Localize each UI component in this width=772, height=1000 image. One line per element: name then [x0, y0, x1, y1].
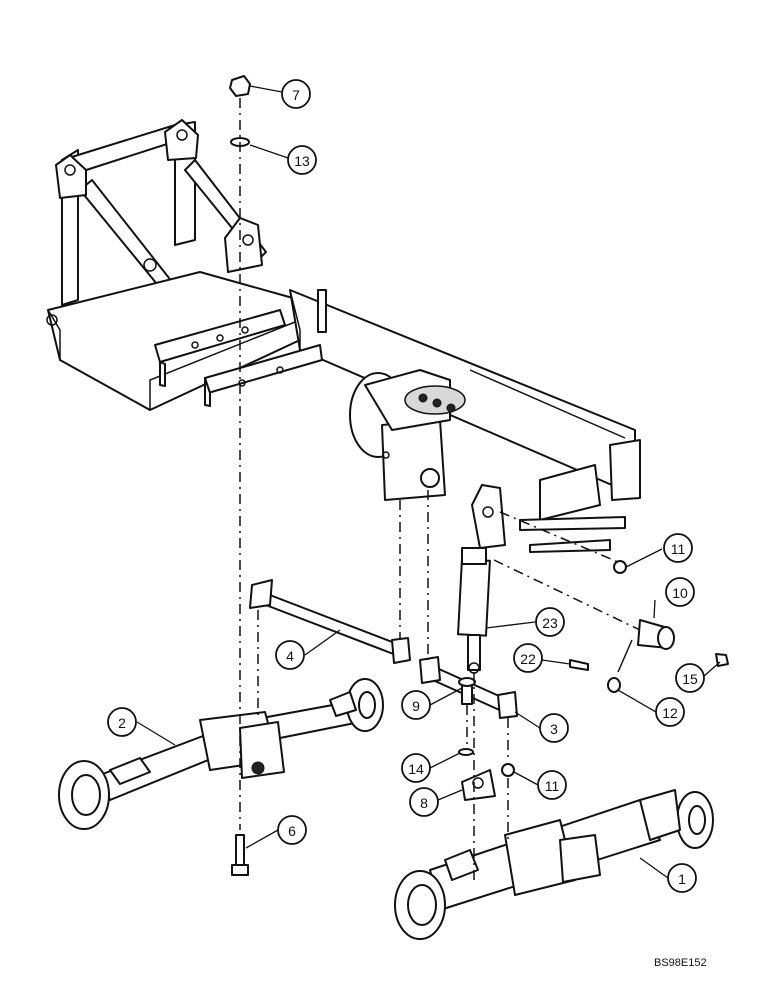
callout-15-label: 15: [682, 671, 698, 687]
driveshaft-4: [249, 579, 411, 664]
callout-13-label: 13: [294, 153, 310, 169]
callout-4: 4: [275, 640, 305, 670]
callout-8: 8: [409, 787, 439, 817]
callout-12-label: 12: [662, 705, 678, 721]
callout-6-label: 6: [288, 823, 296, 839]
hardware: [229, 75, 729, 876]
callout-7-label: 7: [292, 87, 300, 103]
pivot-housing: [349, 369, 466, 501]
steering-cylinder: [457, 484, 506, 674]
rear-axle: [394, 789, 714, 940]
callout-22: 22: [513, 643, 543, 673]
loader-frame: [46, 119, 641, 553]
callout-2-label: 2: [118, 715, 126, 731]
callout-8-label: 8: [420, 795, 428, 811]
callout-11-upper-label: 11: [671, 541, 686, 557]
callout-11-lower: 11: [537, 770, 567, 800]
drawing-reference: BS98E152: [654, 957, 707, 969]
callout-12: 12: [655, 697, 685, 727]
callout-15: 15: [675, 663, 705, 693]
callout-9: 9: [401, 690, 431, 720]
callout-3: 3: [539, 713, 569, 743]
callout-22-label: 22: [520, 651, 536, 667]
callout-7: 7: [281, 79, 311, 109]
callout-11-lower-label: 11: [545, 778, 560, 794]
leader-lines: [136, 85, 721, 879]
callout-9-label: 9: [412, 698, 420, 714]
callout-2: 2: [107, 707, 137, 737]
callout-6: 6: [277, 815, 307, 845]
front-axle: [58, 678, 384, 830]
callout-10-label: 10: [672, 585, 688, 601]
callout-4-label: 4: [286, 648, 294, 664]
callout-11-upper: 11: [663, 533, 693, 563]
callout-23-label: 23: [542, 615, 558, 631]
callout-1-label: 1: [678, 871, 686, 887]
callout-14-label: 14: [408, 761, 424, 777]
center-lines: [239, 98, 641, 880]
callout-23: 23: [535, 607, 565, 637]
callout-13: 13: [287, 145, 317, 175]
callout-3-label: 3: [550, 721, 558, 737]
callout-14: 14: [401, 753, 431, 783]
callout-10: 10: [665, 577, 695, 607]
callout-1: 1: [667, 863, 697, 893]
